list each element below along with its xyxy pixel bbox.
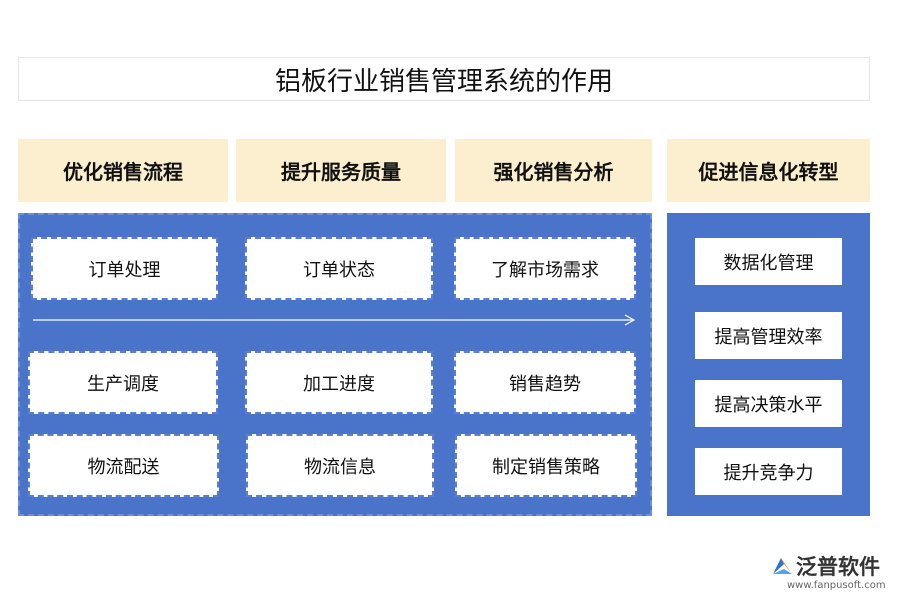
card-decision-level: 提高决策水平 [695, 380, 842, 427]
card-market-demand: 了解市场需求 [454, 237, 636, 300]
card-production-scheduling: 生产调度 [28, 351, 218, 414]
card-logistics-delivery: 物流配送 [28, 434, 219, 497]
brand-logo: 泛普软件 www.fanpusoft.com [770, 551, 895, 595]
logo-url: www.fanpusoft.com [787, 580, 886, 591]
card-sales-strategy: 制定销售策略 [455, 434, 637, 497]
header-optimize-sales: 优化销售流程 [18, 139, 228, 202]
card-sales-trend: 销售趋势 [454, 351, 636, 414]
flow-arrow [33, 314, 636, 326]
header-digital-transformation: 促进信息化转型 [667, 139, 870, 202]
logo-mark-icon [773, 558, 792, 574]
header-strengthen-analysis: 强化销售分析 [455, 139, 652, 202]
card-management-efficiency: 提高管理效率 [695, 312, 842, 359]
card-processing-progress: 加工进度 [245, 351, 433, 414]
card-logistics-info: 物流信息 [246, 434, 434, 497]
card-competitiveness: 提升竞争力 [695, 448, 842, 495]
card-order-status: 订单状态 [245, 237, 433, 300]
diagram-title: 铝板行业销售管理系统的作用 [18, 57, 870, 101]
header-improve-service: 提升服务质量 [236, 139, 446, 202]
card-order-processing: 订单处理 [31, 237, 218, 300]
logo-name: 泛普软件 [796, 555, 880, 579]
card-data-management: 数据化管理 [695, 238, 842, 285]
